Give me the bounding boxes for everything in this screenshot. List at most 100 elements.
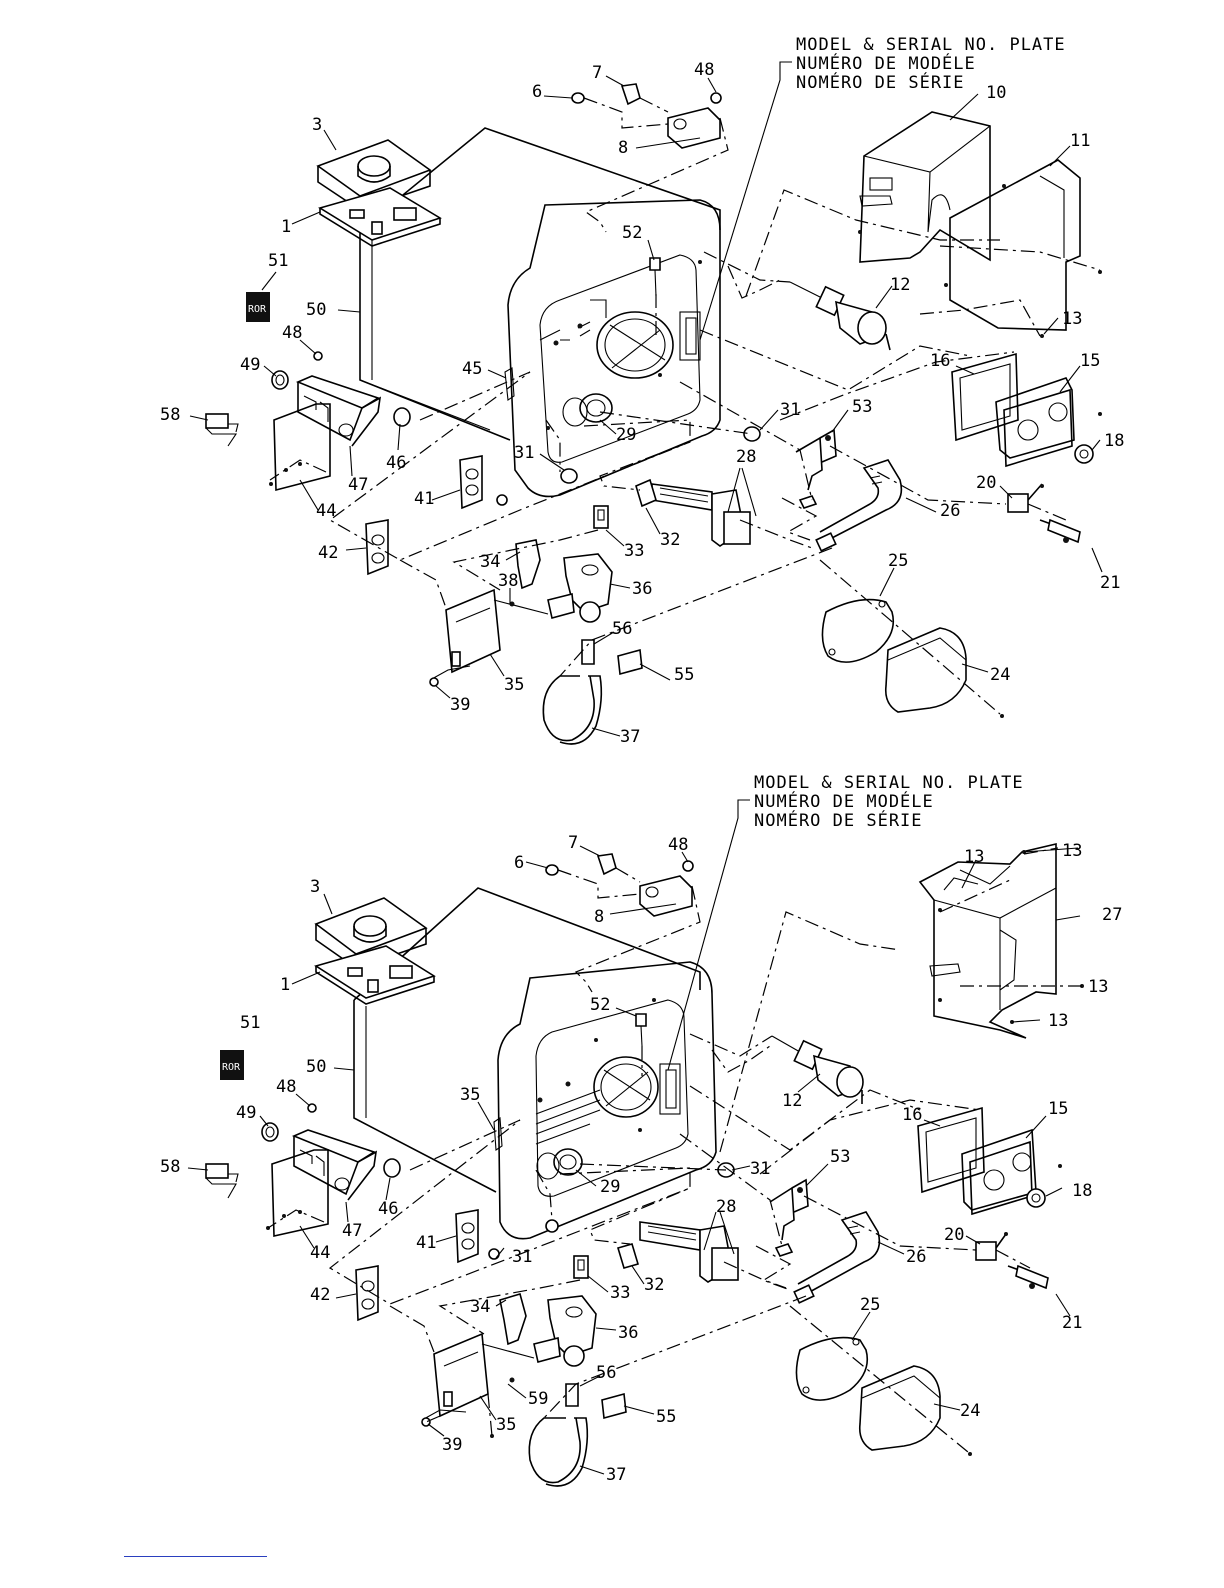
lower-gas-valve-12 — [771, 1035, 864, 1104]
lower-callout-56: 56 — [596, 1363, 616, 1383]
upper-callout-26: 26 — [940, 501, 960, 521]
lower-outer-door — [795, 1336, 972, 1456]
upper-callout-1: 1 — [281, 217, 291, 237]
upper-callout-12: 12 — [890, 275, 910, 295]
lower-callout-37: 37 — [606, 1465, 626, 1485]
upper-callout-33: 33 — [624, 541, 644, 561]
upper-callout-31b: 31 — [514, 443, 534, 463]
upper-callout-51: 51 — [268, 251, 288, 271]
upper-callout-29: 29 — [616, 425, 636, 445]
lower-electrode — [975, 1232, 1049, 1290]
upper-callout-11: 11 — [1070, 131, 1090, 151]
lower-plate-label: MODEL & SERIAL NO. PLATE NUMÉRO DE MODÉL… — [667, 773, 1024, 1071]
lower-callout-39: 39 — [442, 1435, 462, 1455]
lower-ror-badge — [220, 1050, 244, 1080]
upper-ror-badge-text: ROR — [248, 304, 267, 315]
upper-electrode — [1007, 483, 1081, 544]
lower-callout-59: 59 — [528, 1389, 548, 1409]
upper-callout-7: 7 — [592, 63, 602, 83]
lower-callout-55: 55 — [656, 1407, 676, 1427]
upper-callout-42: 42 — [318, 543, 338, 563]
upper-burner-tube — [815, 459, 903, 552]
lower-callout-47: 47 — [342, 1221, 362, 1241]
lower-callout-53: 53 — [830, 1147, 850, 1167]
upper-callout-50: 50 — [306, 300, 326, 320]
lower-callout-6: 6 — [514, 853, 524, 873]
lower-callout-8: 8 — [594, 907, 604, 927]
upper-callout-10: 10 — [986, 83, 1006, 103]
lower-ignitor-box: ROR — [205, 1050, 401, 1237]
upper-callout-45: 45 — [462, 359, 482, 379]
lower-callout-46: 46 — [378, 1199, 398, 1219]
upper-callout-35: 35 — [504, 675, 524, 695]
lower-explode-lines — [267, 847, 1082, 1453]
lower-plate-line-1: MODEL & SERIAL NO. PLATE — [754, 773, 1024, 793]
upper-ror-badge — [246, 292, 270, 322]
lower-callout-13d: 13 — [1088, 977, 1108, 997]
upper-ignitor-box: ROR — [205, 292, 411, 492]
upper-plate-line-3: NOMÉRO DE SÉRIE — [796, 71, 965, 93]
lower-callout-24: 24 — [960, 1401, 980, 1421]
lower-callout-12: 12 — [782, 1091, 802, 1111]
upper-callout-24: 24 — [990, 665, 1010, 685]
lower-callout-15: 15 — [1048, 1099, 1068, 1119]
lower-callout-48a: 48 — [668, 835, 688, 855]
upper-outer-door — [821, 598, 1004, 718]
lower-callout-20: 20 — [944, 1225, 964, 1245]
lower-callout-28: 28 — [716, 1197, 736, 1217]
upper-callout-18: 18 — [1104, 431, 1124, 451]
upper-callouts: 1 3 6 7 8 10 11 12 13 15 16 18 20 21 24 … — [160, 60, 1124, 747]
upper-callout-36: 36 — [632, 579, 652, 599]
lower-top-hardware — [307, 853, 694, 1113]
upper-callout-55: 55 — [674, 665, 694, 685]
lower-gas-valve-assembly — [421, 1292, 627, 1487]
upper-plate-line-1: MODEL & SERIAL NO. PLATE — [796, 35, 1066, 55]
upper-callout-28: 28 — [736, 447, 756, 467]
upper-top-hardware — [313, 83, 722, 361]
lower-callout-31b: 31 — [512, 1247, 532, 1267]
lower-callout-44: 44 — [310, 1243, 330, 1263]
upper-callout-3: 3 — [312, 115, 322, 135]
upper-callout-31a: 31 — [780, 400, 800, 420]
upper-gas-valve-assembly — [429, 539, 643, 745]
lower-callout-35b: 35 — [460, 1085, 480, 1105]
upper-gas-valve-12 — [789, 281, 891, 351]
lower-callout-33: 33 — [610, 1283, 630, 1303]
lower-callout-41: 41 — [416, 1233, 436, 1253]
upper-callout-53: 53 — [852, 397, 872, 417]
upper-bracket-53 — [560, 426, 837, 509]
upper-callout-16: 16 — [930, 351, 950, 371]
lower-callouts: 1 3 6 7 8 12 13 13 13 13 15 16 18 20 21 … — [160, 833, 1122, 1485]
lower-door-housing-27 — [918, 842, 1084, 1039]
upper-callout-44: 44 — [316, 501, 336, 521]
upper-callout-46: 46 — [386, 453, 406, 473]
lower-callout-34: 34 — [470, 1297, 490, 1317]
upper-callout-48a: 48 — [694, 60, 714, 80]
upper-combustion-box — [951, 352, 1102, 468]
upper-explode-lines — [269, 97, 1101, 715]
upper-plate-label: MODEL & SERIAL NO. PLATE NUMÉRO DE MODÉL… — [699, 35, 1066, 341]
upper-thermostat-board — [316, 139, 442, 247]
upper-callout-41: 41 — [414, 489, 434, 509]
lower-combustion-box — [917, 1106, 1062, 1216]
upper-door-shields — [858, 111, 1102, 338]
lower-diagram: MODEL & SERIAL NO. PLATE NUMÉRO DE MODÉL… — [160, 773, 1122, 1487]
upper-callout-58: 58 — [160, 405, 180, 425]
lower-thermostat-board — [314, 897, 436, 1005]
lower-callout-49: 49 — [236, 1103, 256, 1123]
upper-callout-47: 47 — [348, 475, 368, 495]
lower-callout-35a: 35 — [496, 1415, 516, 1435]
footer-rule — [124, 1556, 267, 1557]
lower-callout-48b: 48 — [276, 1077, 296, 1097]
upper-callout-39: 39 — [450, 695, 470, 715]
lower-callout-27: 27 — [1102, 905, 1122, 925]
upper-heating-element — [365, 455, 751, 576]
lower-plate-line-2: NUMÉRO DE MODÉLE — [754, 790, 934, 812]
lower-callout-26: 26 — [906, 1247, 926, 1267]
lower-callout-25: 25 — [860, 1295, 880, 1315]
upper-callout-6: 6 — [532, 82, 542, 102]
upper-callout-52: 52 — [622, 223, 642, 243]
lower-callout-31a: 31 — [750, 1159, 770, 1179]
